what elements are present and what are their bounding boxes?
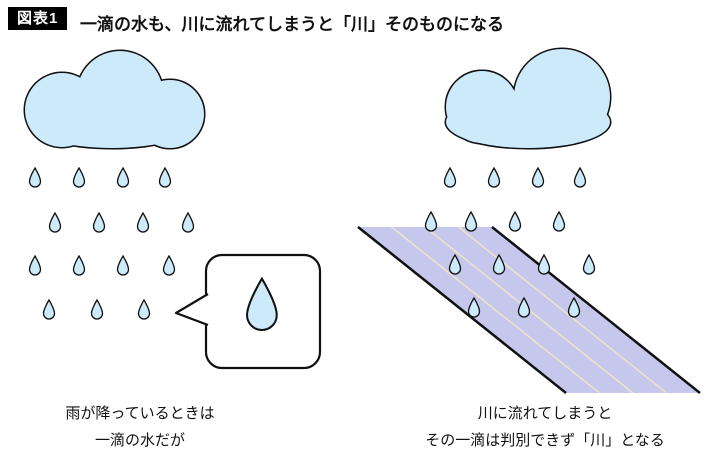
- raindrop-icon: [158, 167, 172, 188]
- raindrop-icon: [28, 255, 42, 276]
- raindrop-icon: [582, 254, 596, 275]
- raindrop-icon: [116, 255, 130, 276]
- river-left-bank: [357, 226, 567, 394]
- figure-badge: 図表1: [8, 7, 68, 30]
- right-caption-line2: その一滴は判別できず「川」となる: [425, 432, 665, 449]
- river-right-bank: [491, 226, 701, 394]
- left-cloud-icon: [23, 49, 206, 150]
- raindrop-icon: [464, 211, 478, 232]
- raindrop-icon: [90, 299, 104, 320]
- raindrop-icon: [181, 212, 195, 233]
- left-caption-line1: 雨が降っているときは: [65, 405, 215, 422]
- raindrop-icon: [28, 167, 42, 188]
- raindrop-icon: [72, 167, 86, 188]
- raindrop-icon: [136, 212, 150, 233]
- raindrop-icon: [573, 167, 587, 188]
- right-cloud-icon: [444, 47, 612, 150]
- speech-bubble: [174, 253, 322, 370]
- raindrop-icon: [537, 254, 551, 275]
- raindrop-icon: [137, 299, 151, 320]
- right-caption: 川に流れてしまうと その一滴は判別できず「川」となる: [385, 400, 705, 454]
- right-caption-line1: 川に流れてしまうと: [477, 405, 613, 422]
- raindrop-icon: [443, 167, 457, 188]
- raindrop-icon: [487, 167, 501, 188]
- speech-bubble-tail: [174, 293, 209, 327]
- raindrop-icon: [424, 211, 438, 232]
- raindrop-icon: [42, 299, 56, 320]
- raindrop-icon: [552, 211, 566, 232]
- left-raindrops: [28, 167, 195, 320]
- figure-title: 一滴の水も、川に流れてしまうと「川」そのものになる: [80, 15, 504, 34]
- left-caption-line2: 一滴の水だが: [94, 432, 185, 449]
- raindrop-icon: [92, 212, 106, 233]
- raindrop-icon: [162, 255, 176, 276]
- raindrop-icon: [508, 211, 522, 232]
- raindrop-icon: [72, 255, 86, 276]
- left-caption: 雨が降っているときは 一滴の水だが: [25, 400, 255, 454]
- raindrop-icon: [48, 212, 62, 233]
- raindrop-icon: [531, 167, 545, 188]
- raindrop-icon: [116, 167, 130, 188]
